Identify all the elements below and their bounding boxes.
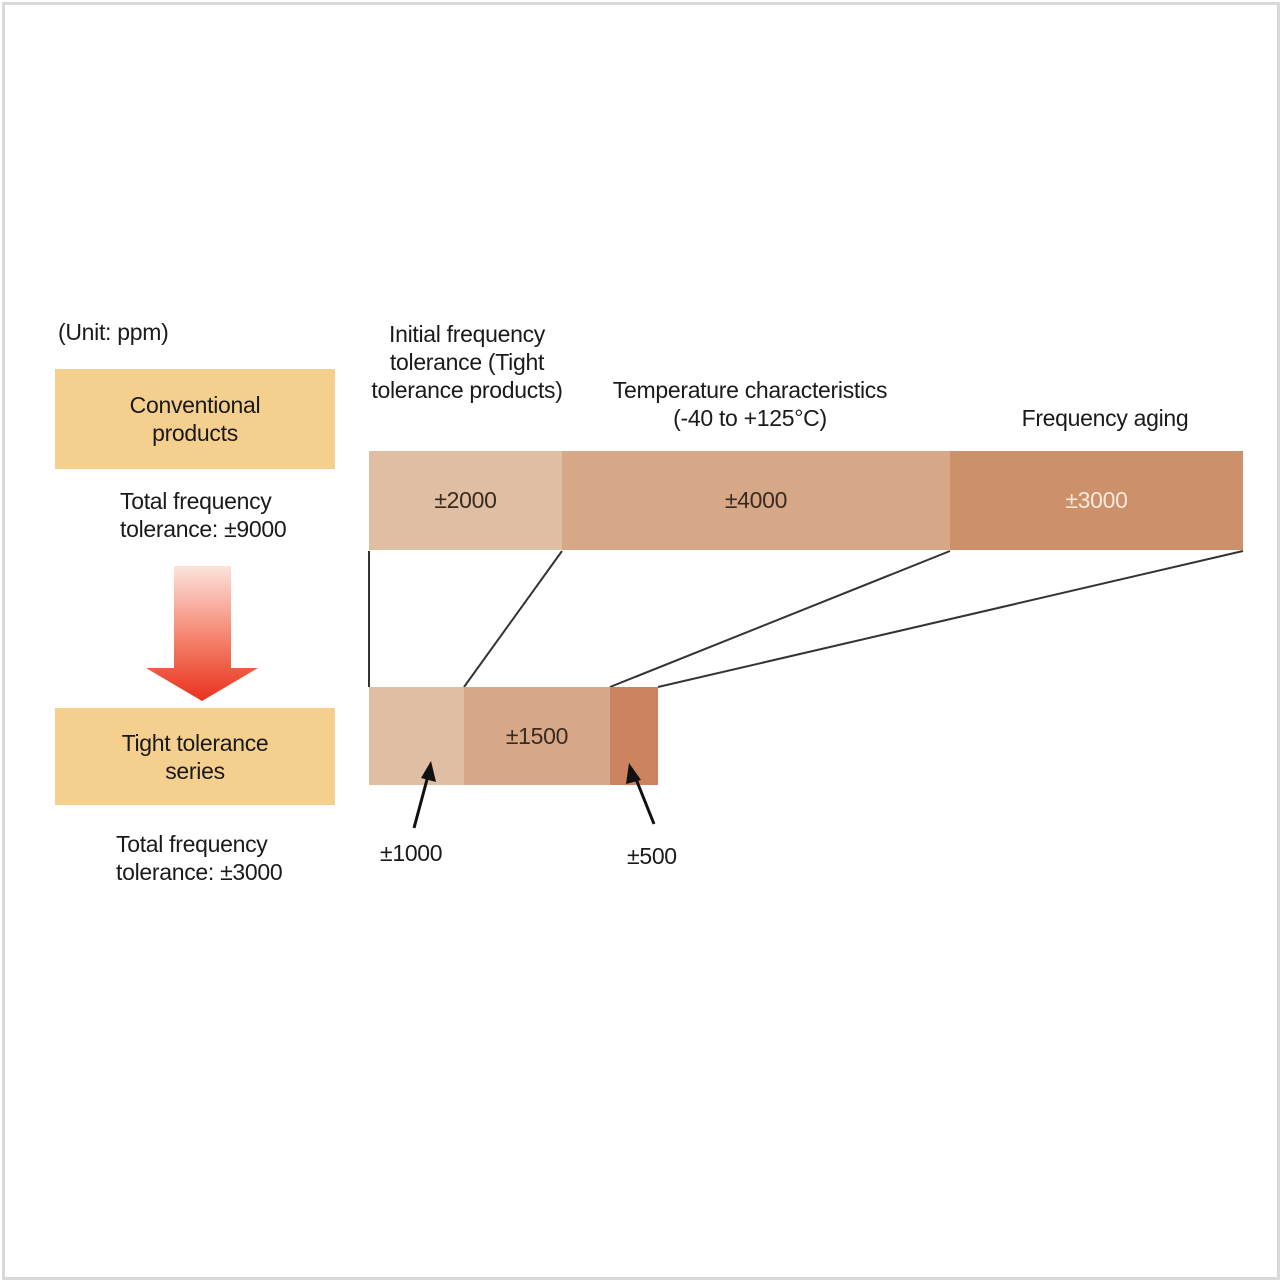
tight-aging-value-label: ±500 [627, 843, 677, 869]
bar-conventional-initial: ±2000 [369, 451, 562, 550]
bar-conventional-aging-label: ±3000 [1065, 487, 1128, 513]
header-frequency-aging: Frequency aging [1021, 405, 1189, 431]
bar-conventional-temperature: ±4000 [562, 451, 950, 550]
conventional-products-box: Conventional products [55, 369, 335, 469]
unit-label: (Unit: ppm) [58, 319, 169, 345]
header-temperature: Temperature characteristics (-40 to +125… [612, 377, 888, 431]
header-initial-tolerance: Initial frequency tolerance (Tight toler… [371, 321, 563, 403]
conventional-total-tolerance: Total frequency tolerance: ±9000 [120, 488, 287, 542]
tight-initial-value-label: ±1000 [380, 840, 443, 866]
bar-tight-aging [610, 687, 658, 785]
bar-tight-temperature-label: ±1500 [505, 722, 569, 749]
tight-tolerance-box: Tight tolerance series [55, 708, 335, 805]
conventional-products-label: Conventional products [129, 392, 261, 446]
tight-total-tolerance: Total frequency tolerance: ±3000 [116, 831, 283, 885]
bar-conventional-temperature-label: ±4000 [724, 487, 788, 513]
tight-tolerance-label: Tight tolerance series [121, 729, 269, 784]
bar-conventional-aging: ±3000 [950, 451, 1243, 550]
bar-conventional-initial-label: ±2000 [434, 487, 497, 513]
bar-tight-temperature: ±1500 [464, 687, 610, 785]
bar-tight-initial [369, 687, 464, 785]
